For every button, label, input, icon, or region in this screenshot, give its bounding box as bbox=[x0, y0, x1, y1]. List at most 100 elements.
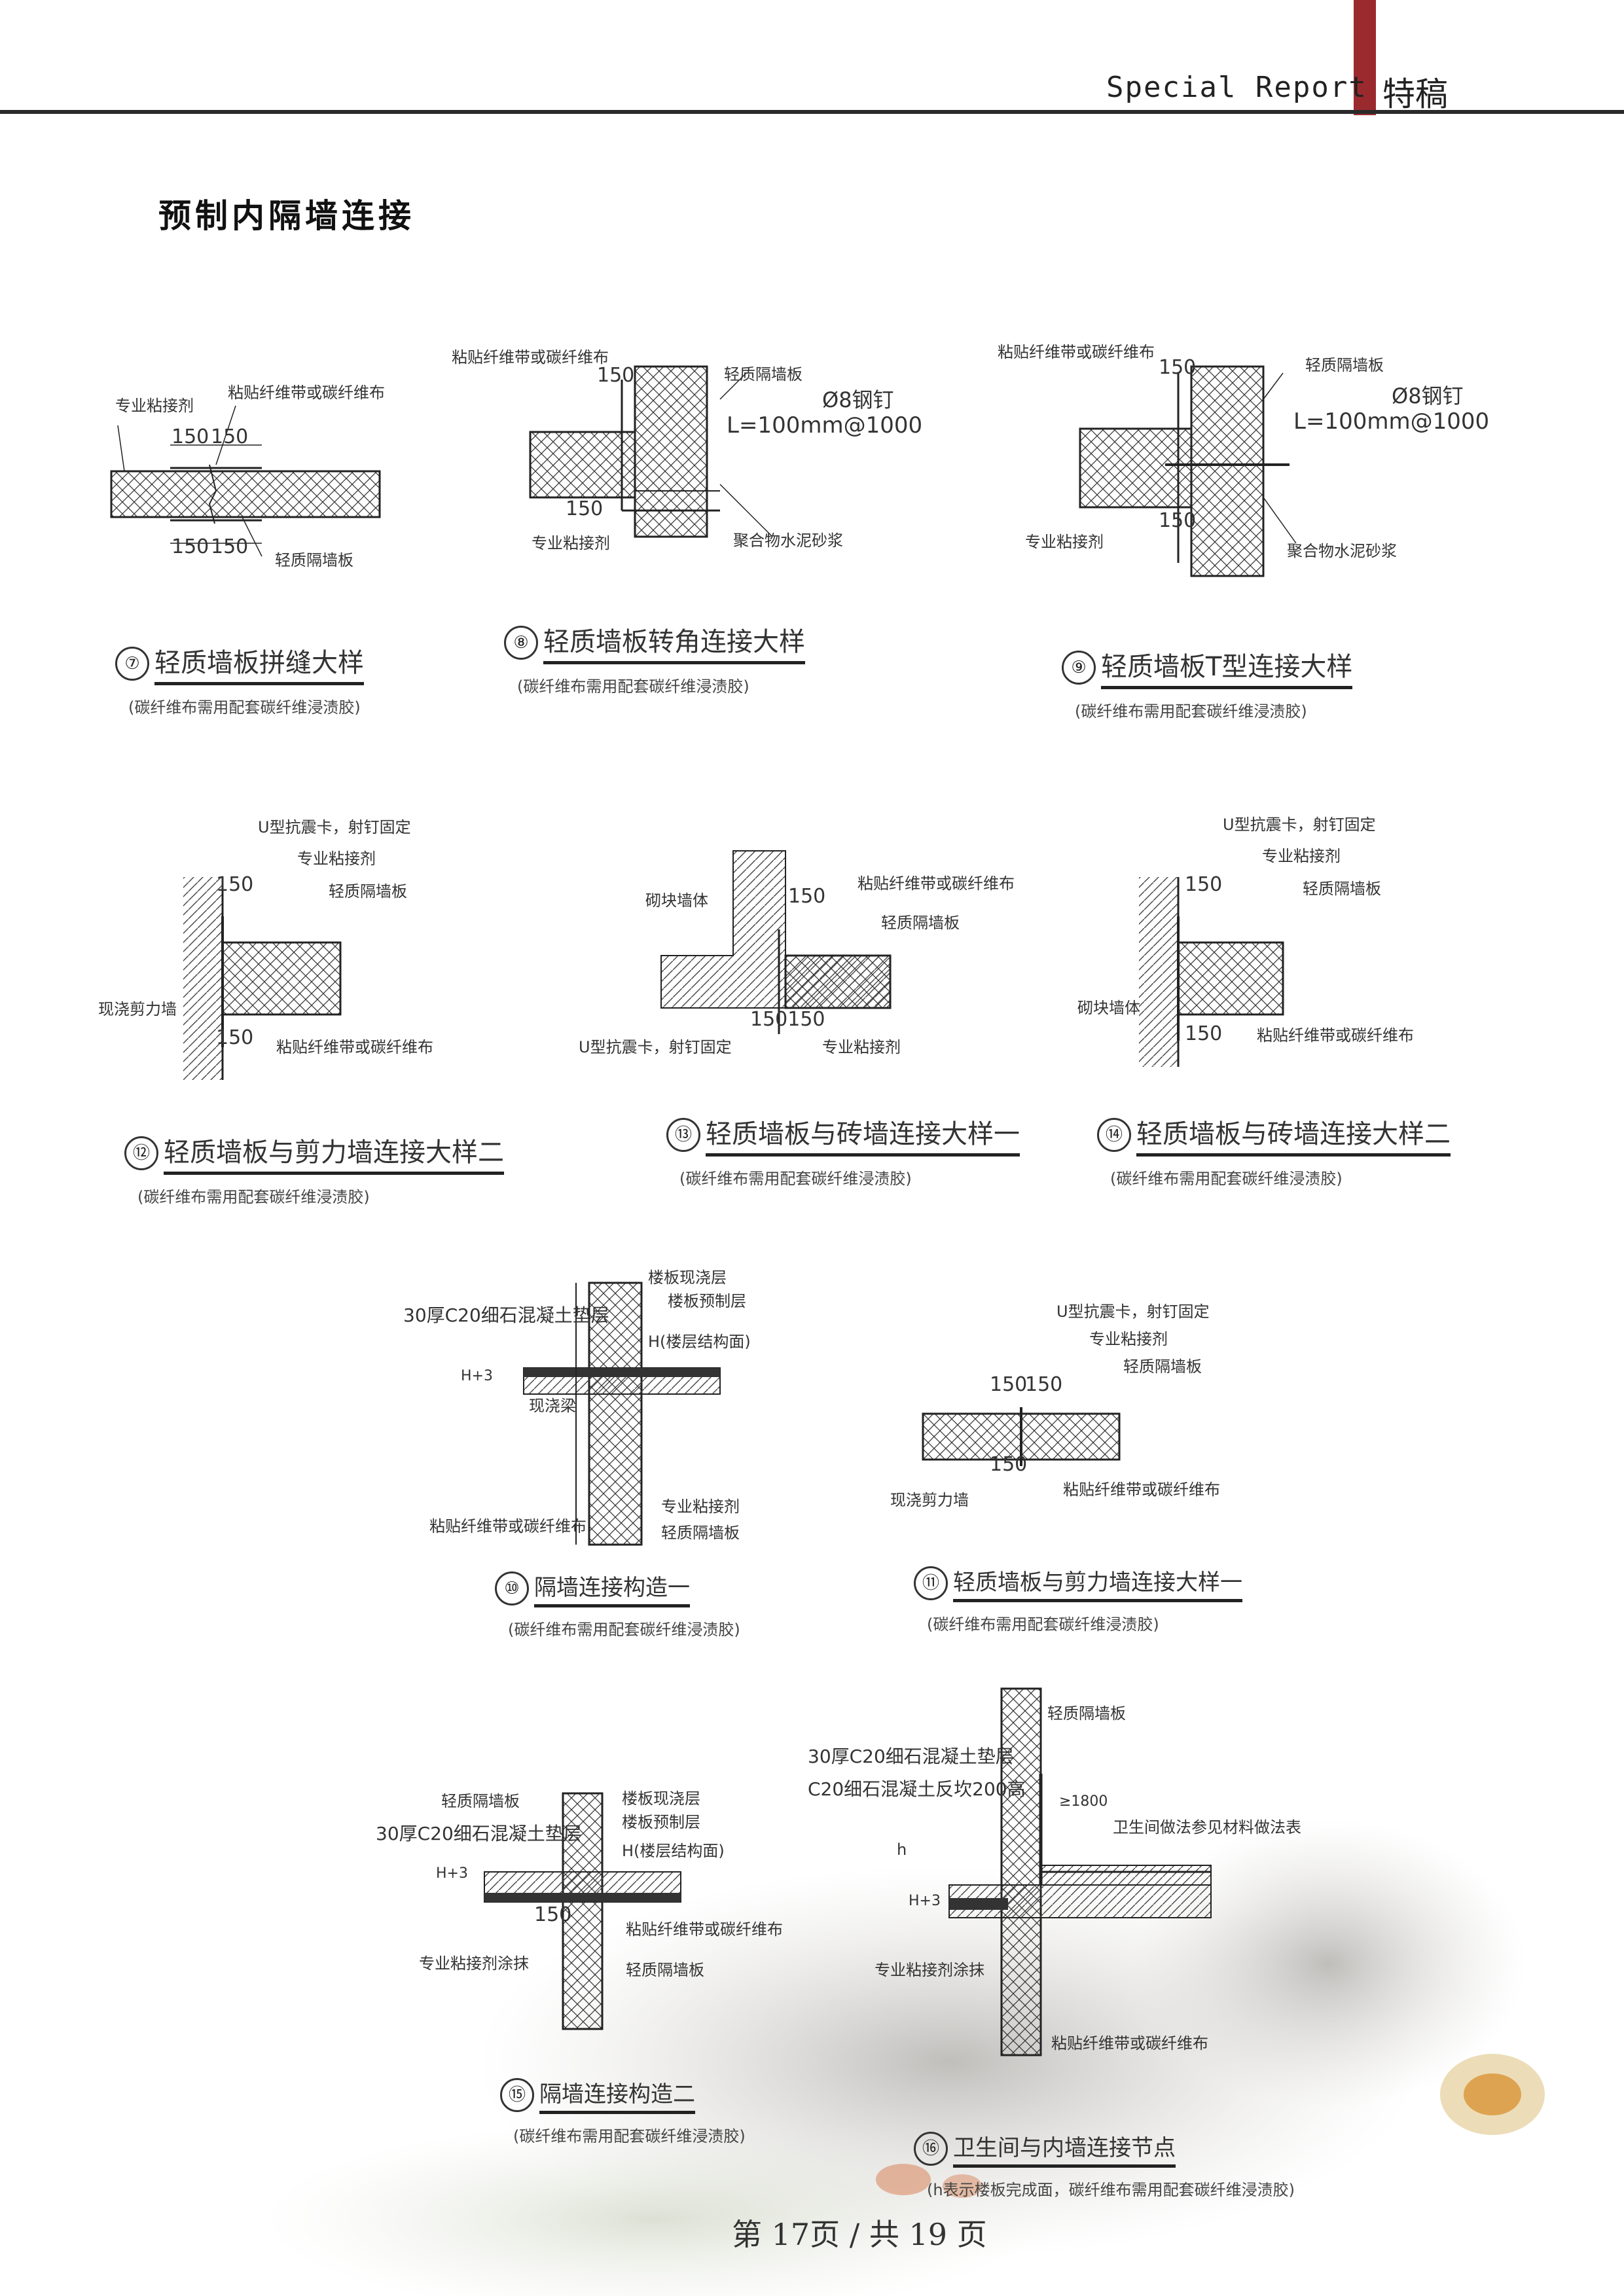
detail-9-label-fiber: 粘贴纤维带或碳纤维布 bbox=[998, 343, 1155, 361]
detail-10-label-cast-layer: 楼板现浇层 bbox=[648, 1268, 727, 1287]
detail-7-dim: 150 bbox=[211, 535, 249, 558]
detail-9-dim: 150 bbox=[1159, 509, 1197, 532]
detail-8-dim: 150 bbox=[566, 497, 604, 520]
detail-9-number: ⑨ bbox=[1062, 650, 1096, 685]
detail-14-label-fiber: 粘贴纤维带或碳纤维布 bbox=[1257, 1026, 1414, 1045]
detail-15-label-fiber: 粘贴纤维带或碳纤维布 bbox=[626, 1920, 783, 1939]
detail-16-dim: h bbox=[897, 1840, 907, 1859]
detail-15-title: 隔墙连接构造二 bbox=[539, 2076, 695, 2114]
detail-7-label-fiber: 粘贴纤维带或碳纤维布 bbox=[228, 384, 385, 402]
detail-9-label-spacing: L=100mm@1000 bbox=[1293, 408, 1490, 435]
detail-13-note: (碳纤维布需用配套碳纤维浸渍胶) bbox=[679, 1170, 912, 1188]
detail-10-label-fiber: 粘贴纤维带或碳纤维布 bbox=[429, 1517, 586, 1535]
detail-10-label-precast-layer: 楼板预制层 bbox=[668, 1292, 746, 1310]
detail-12-label-board: 轻质隔墙板 bbox=[329, 882, 407, 901]
detail-15-label-screed: 30厚C20细石混凝土垫层 bbox=[376, 1823, 582, 1844]
detail-9-dim: 150 bbox=[1159, 356, 1197, 379]
detail-10-number: ⑩ bbox=[495, 1571, 529, 1605]
detail-16-label-bathroom: 卫生间做法参见材料做法表 bbox=[1113, 1818, 1301, 1837]
detail-8-note: (碳纤维布需用配套碳纤维浸渍胶) bbox=[517, 677, 749, 696]
detail-10-label-adhesive: 专业粘接剂 bbox=[661, 1498, 740, 1516]
detail-12-number: ⑫ bbox=[124, 1136, 158, 1170]
detail-15-label-level: H(楼层结构面) bbox=[622, 1842, 725, 1860]
detail-11-label-board: 轻质隔墙板 bbox=[1123, 1357, 1202, 1376]
detail-15-label-precast-layer: 楼板预制层 bbox=[622, 1813, 700, 1831]
header-accent-bar bbox=[1354, 0, 1376, 115]
detail-11-note: (碳纤维布需用配套碳纤维浸渍胶) bbox=[927, 1615, 1159, 1634]
detail-13-label-clip: U型抗震卡，射钉固定 bbox=[579, 1038, 732, 1056]
detail-8-label-adhesive: 专业粘接剂 bbox=[532, 534, 610, 552]
detail-10-dim: H+3 bbox=[461, 1368, 493, 1384]
detail-14-dim: 150 bbox=[1185, 873, 1223, 896]
detail-15-label-board-bottom: 轻质隔墙板 bbox=[626, 1961, 704, 1979]
detail-9-label-adhesive: 专业粘接剂 bbox=[1025, 533, 1104, 551]
detail-8-number: ⑧ bbox=[504, 625, 538, 660]
detail-7-dim: 150 bbox=[171, 535, 209, 558]
detail-14-number: ⑭ bbox=[1097, 1117, 1131, 1152]
detail-11-label-clip: U型抗震卡，射钉固定 bbox=[1056, 1302, 1210, 1321]
detail-14-label-clip: U型抗震卡，射钉固定 bbox=[1223, 816, 1376, 834]
detail-12-label-fiber: 粘贴纤维带或碳纤维布 bbox=[276, 1038, 433, 1056]
detail-8-label-fiber: 粘贴纤维带或碳纤维布 bbox=[452, 348, 609, 367]
detail-16-label-screed: 30厚C20细石混凝土垫层 bbox=[808, 1746, 1014, 1767]
detail-8-title: 轻质墙板转角连接大样 bbox=[543, 620, 805, 664]
detail-8-label-nail: Ø8钢钉 bbox=[822, 387, 894, 412]
detail-10-title: 隔墙连接构造一 bbox=[534, 1570, 690, 1607]
detail-13-label-fiber: 粘贴纤维带或碳纤维布 bbox=[857, 874, 1015, 893]
detail-14-dim: 150 bbox=[1185, 1022, 1223, 1045]
detail-15-number: ⑮ bbox=[500, 2078, 534, 2112]
detail-12-label-adhesive: 专业粘接剂 bbox=[297, 850, 376, 868]
detail-11-number: ⑪ bbox=[914, 1566, 948, 1600]
detail-12-dim: 150 bbox=[216, 873, 254, 896]
section-title: 预制内隔墙连接 bbox=[158, 196, 415, 235]
detail-16-dim: ≥1800 bbox=[1059, 1793, 1108, 1810]
detail-12-label-clip: U型抗震卡，射钉固定 bbox=[258, 818, 411, 836]
detail-7-title: 轻质墙板拼缝大样 bbox=[154, 641, 364, 685]
detail-15-note: (碳纤维布需用配套碳纤维浸渍胶) bbox=[513, 2127, 746, 2145]
detail-8-dim: 150 bbox=[597, 364, 635, 387]
detail-10-label-screed: 30厚C20细石混凝土垫层 bbox=[403, 1304, 609, 1326]
header-chinese-title: 特稿 bbox=[1382, 75, 1448, 113]
detail-9-label-mortar: 聚合物水泥砂浆 bbox=[1287, 542, 1397, 560]
detail-16-note: (h表示楼板完成面，碳纤维布需用配套碳纤维浸渍胶) bbox=[927, 2181, 1295, 2199]
detail-16-label-board: 轻质隔墙板 bbox=[1047, 1704, 1126, 1723]
detail-11-label-fiber: 粘贴纤维带或碳纤维布 bbox=[1063, 1480, 1220, 1499]
detail-15-label-cast-layer: 楼板现浇层 bbox=[622, 1789, 700, 1808]
detail-13-title: 轻质墙板与砖墙连接大样一 bbox=[706, 1113, 1020, 1157]
detail-16-label-adhesive: 专业粘接剂涂抹 bbox=[875, 1961, 984, 1979]
detail-10-label-level: H(楼层结构面) bbox=[648, 1333, 751, 1351]
detail-16-label-fiber: 粘贴纤维带或碳纤维布 bbox=[1051, 2034, 1208, 2053]
detail-14-note: (碳纤维布需用配套碳纤维浸渍胶) bbox=[1110, 1170, 1343, 1188]
detail-14-label-board: 轻质隔墙板 bbox=[1303, 880, 1381, 898]
detail-12-note: (碳纤维布需用配套碳纤维浸渍胶) bbox=[137, 1188, 370, 1206]
detail-11-dim: 150 bbox=[990, 1373, 1028, 1396]
detail-11-label-wall: 现浇剪力墙 bbox=[890, 1491, 969, 1509]
detail-7-note: (碳纤维布需用配套碳纤维浸渍胶) bbox=[128, 698, 361, 717]
detail-15-label-board-top: 轻质隔墙板 bbox=[441, 1792, 520, 1810]
detail-13-label-masonry: 砌块墙体 bbox=[645, 891, 708, 910]
detail-14-title: 轻质墙板与砖墙连接大样二 bbox=[1136, 1113, 1451, 1157]
detail-14-label-masonry: 砌块墙体 bbox=[1077, 999, 1140, 1017]
detail-16-number: ⑯ bbox=[914, 2132, 948, 2166]
header-rule bbox=[0, 110, 1624, 114]
detail-13-dim: 150 bbox=[788, 885, 826, 908]
detail-9-title: 轻质墙板T型连接大样 bbox=[1101, 645, 1353, 689]
detail-15-dim: H+3 bbox=[436, 1865, 468, 1882]
detail-11-label-adhesive: 专业粘接剂 bbox=[1089, 1330, 1168, 1348]
detail-9-label-nail: Ø8钢钉 bbox=[1392, 384, 1464, 408]
detail-13-label-board: 轻质隔墙板 bbox=[881, 914, 960, 932]
detail-13-dim: 150150 bbox=[750, 1008, 825, 1031]
detail-7-label-adhesive: 专业粘接剂 bbox=[115, 397, 194, 415]
detail-16-title: 卫生间与内墙连接节点 bbox=[953, 2130, 1176, 2168]
detail-9-note: (碳纤维布需用配套碳纤维浸渍胶) bbox=[1075, 702, 1307, 721]
detail-12-title: 轻质墙板与剪力墙连接大样二 bbox=[164, 1131, 504, 1175]
detail-12-label-wall: 现浇剪力墙 bbox=[98, 1000, 177, 1018]
